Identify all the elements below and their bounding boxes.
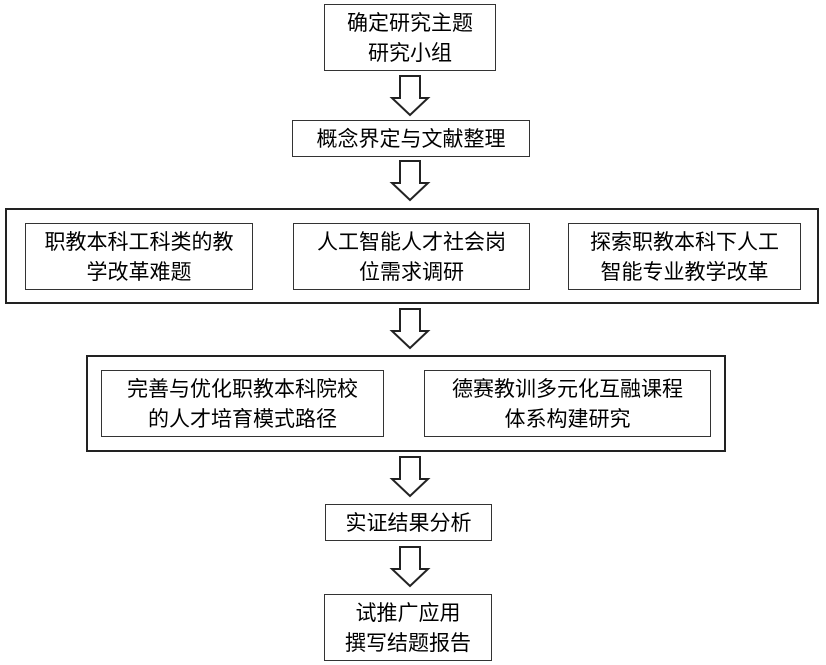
step-topic-line1: 确定研究主题: [347, 10, 473, 35]
step-problems-box: 职教本科工科类的教 学改革难题: [25, 223, 253, 290]
step-analysis-line1: 实证结果分析: [345, 510, 472, 535]
down-arrow-icon: [389, 160, 431, 202]
step-concepts-box: 概念界定与文献整理: [292, 120, 530, 157]
step-curriculum-box: 德赛教训多元化互融课程 体系构建研究: [424, 370, 711, 437]
step-ai-needs-line2: 位需求调研: [359, 259, 464, 284]
step-report-box: 试推广应用 撰写结题报告: [324, 594, 492, 661]
down-arrow-icon: [389, 456, 431, 498]
step-topic-line2: 研究小组: [368, 40, 452, 65]
step-ai-needs-box: 人工智能人才社会岗 位需求调研: [293, 223, 530, 290]
step-improve-line1: 完善与优化职教本科院校: [127, 376, 358, 401]
step-explore-line1: 探索职教本科下人工: [590, 229, 779, 254]
down-arrow-icon: [389, 546, 431, 588]
step-curriculum-line2: 体系构建研究: [504, 406, 631, 431]
down-arrow-icon: [389, 308, 431, 350]
step-improve-line2: 的人才培育模式路径: [148, 406, 337, 431]
step-improve-box: 完善与优化职教本科院校 的人才培育模式路径: [101, 370, 384, 437]
step-report-line1: 试推广应用: [355, 600, 461, 625]
step-explore-line2: 智能专业教学改革: [600, 259, 769, 284]
step-analysis-box: 实证结果分析: [325, 504, 492, 541]
step-curriculum-line1: 德赛教训多元化互融课程: [452, 376, 683, 401]
step-explore-box: 探索职教本科下人工 智能专业教学改革: [568, 223, 801, 290]
step-report-line2: 撰写结题报告: [345, 630, 471, 655]
step-problems-line1: 职教本科工科类的教: [44, 229, 234, 254]
step-ai-needs-line1: 人工智能人才社会岗: [317, 229, 506, 254]
down-arrow-icon: [389, 75, 431, 117]
step-problems-line2: 学改革难题: [86, 259, 192, 284]
step-concepts-line1: 概念界定与文献整理: [316, 126, 506, 151]
step-topic-box: 确定研究主题 研究小组: [324, 4, 496, 71]
